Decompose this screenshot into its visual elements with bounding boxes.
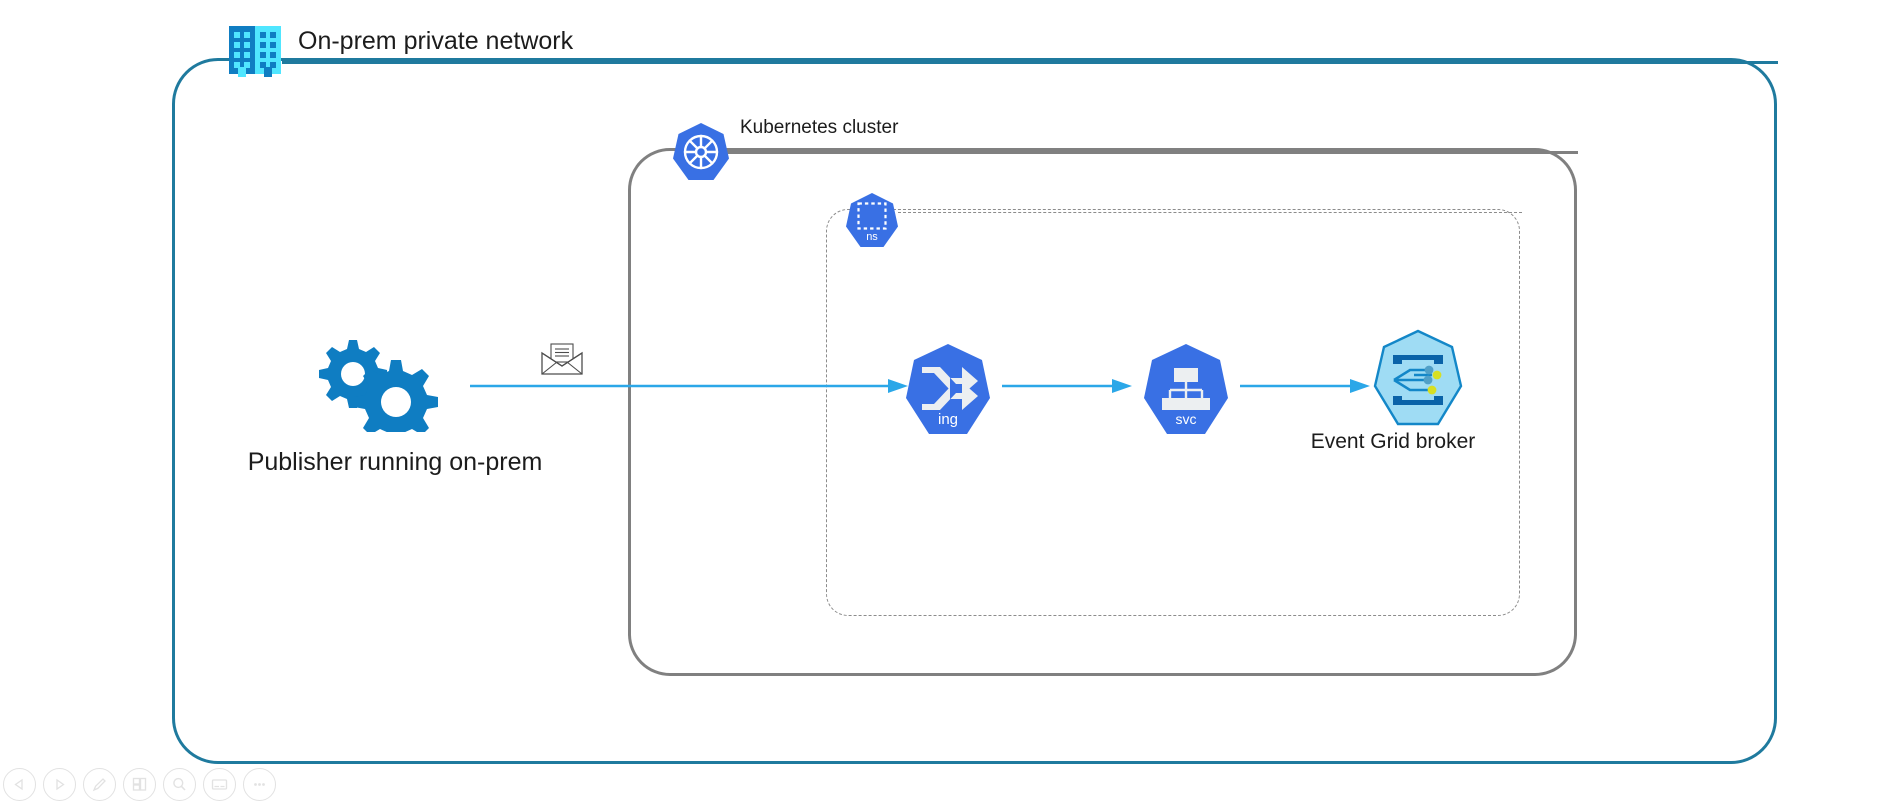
edit-button[interactable]	[83, 768, 116, 801]
previous-page-button[interactable]	[3, 768, 36, 801]
service-label: svc	[1176, 411, 1197, 427]
magnifier-icon	[173, 777, 186, 791]
kubernetes-service-icon: svc	[1138, 342, 1234, 438]
event-grid-broker-icon	[1366, 328, 1470, 432]
gears-icon	[313, 336, 443, 432]
layers-icon	[132, 777, 147, 791]
pencil-icon	[92, 778, 106, 792]
kubernetes-cluster-boundary	[628, 148, 1577, 676]
fit-page-icon	[211, 779, 228, 790]
viewer-toolbar	[0, 768, 276, 801]
network-boundary	[172, 58, 1777, 764]
network-title-leader-line	[282, 61, 1778, 64]
connector-ingress-to-service	[1002, 377, 1134, 400]
connector-service-to-broker	[1240, 377, 1372, 400]
zoom-button[interactable]	[163, 768, 196, 801]
triangle-right-icon	[56, 778, 65, 791]
layers-button[interactable]	[123, 768, 156, 801]
kubernetes-helm-icon	[672, 122, 730, 182]
ellipsis-icon	[254, 783, 265, 786]
network-boundary-label: On-prem private network	[298, 27, 574, 55]
connector-publisher-to-ingress	[470, 377, 910, 400]
namespace-boundary	[826, 209, 1520, 616]
triangle-left-icon	[14, 778, 23, 791]
next-page-button[interactable]	[43, 768, 76, 801]
cluster-title-leader-line	[722, 151, 1578, 154]
kubernetes-ingress-icon: ing	[900, 342, 996, 438]
office-building-icon	[227, 22, 283, 80]
ingress-label: ing	[938, 411, 958, 428]
namespace-leader-line	[898, 212, 1522, 213]
fit-page-button[interactable]	[203, 768, 236, 801]
publisher-caption: Publisher running on-prem	[247, 448, 543, 476]
kubernetes-namespace-icon: ns	[843, 192, 901, 250]
more-options-button[interactable]	[243, 768, 276, 801]
cluster-boundary-label: Kubernetes cluster	[740, 117, 899, 138]
envelope-icon	[541, 342, 583, 376]
svg-text:ns: ns	[866, 231, 878, 243]
broker-caption: Event Grid broker	[1310, 430, 1476, 453]
